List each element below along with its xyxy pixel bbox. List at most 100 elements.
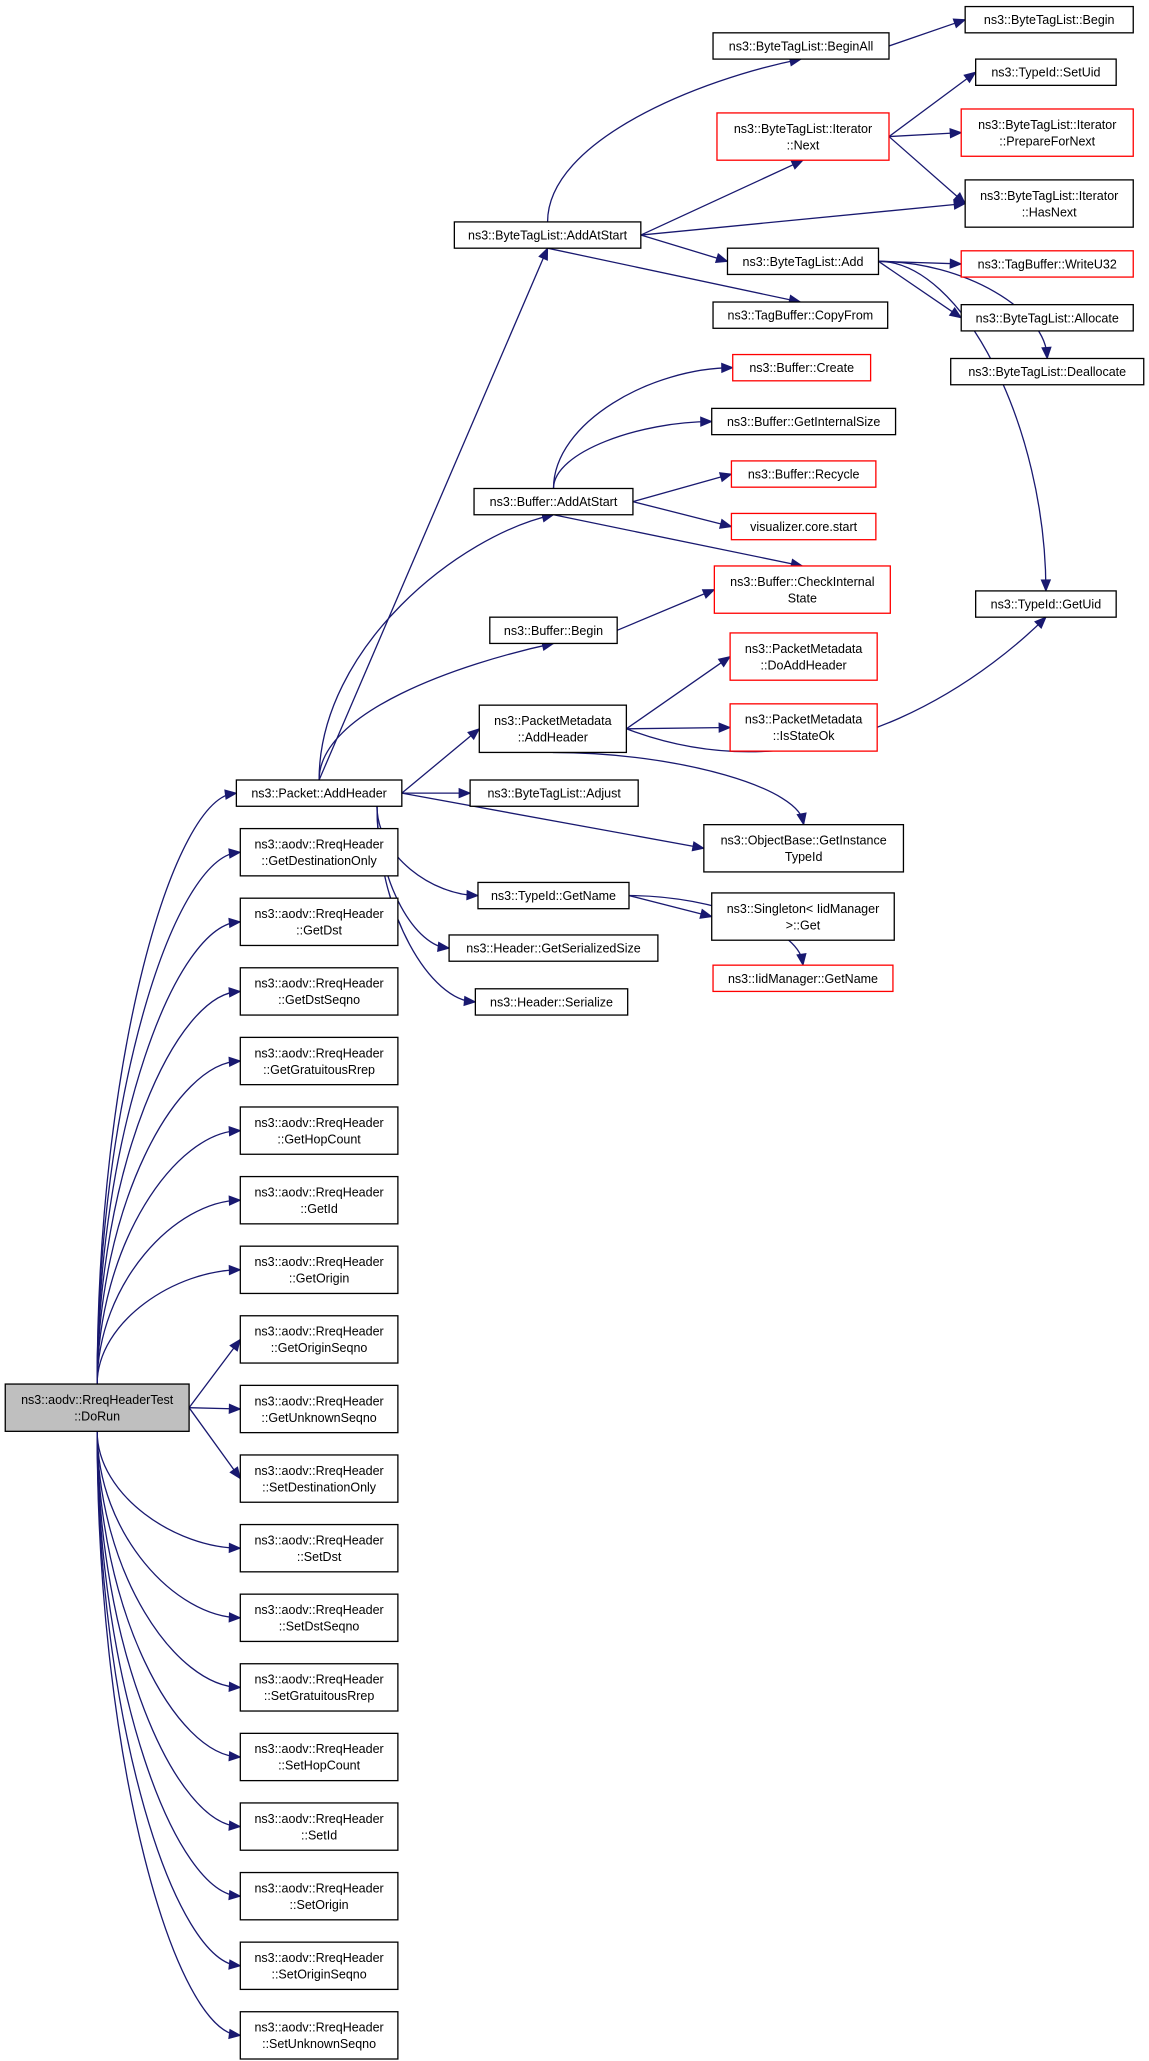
node-pm-isstateok[interactable]: ns3::PacketMetadata::IsStateOk (729, 703, 878, 752)
node-set-id[interactable]: ns3::aodv::RreqHeader::SetId (239, 1802, 399, 1851)
node-label: ::SetId (301, 1828, 337, 1842)
arrowhead (701, 589, 716, 599)
arrowhead (796, 953, 807, 967)
arrowhead (718, 722, 732, 733)
call-edge-root-to-get_destination_only (96, 851, 241, 1385)
node-btl-deallocate[interactable]: ns3::ByteTagList::Deallocate (950, 357, 1145, 386)
call-edge-buf_addatstart-to-vis_core_start (632, 500, 732, 528)
node-label: ::GetHopCount (277, 1132, 361, 1146)
node-packet-addheader[interactable]: ns3::Packet::AddHeader (235, 779, 403, 807)
node-get-dst-seqno[interactable]: ns3::aodv::RreqHeader::GetDstSeqno (239, 967, 399, 1016)
arrowhead (963, 71, 977, 84)
node-label: ns3::Header::Serialize (490, 995, 613, 1009)
node-box (239, 1593, 399, 1643)
node-hdr-getserializedsize[interactable]: ns3::Header::GetSerializedSize (448, 934, 659, 962)
node-label: ns3::Buffer::Create (749, 361, 854, 375)
arrowhead (717, 655, 732, 668)
node-box (726, 247, 880, 276)
node-label: ns3::Buffer::AddAtStart (490, 495, 618, 509)
arrowhead (458, 787, 472, 799)
node-box (478, 704, 628, 754)
node-btl-iter-next[interactable]: ns3::ByteTagList::Iterator::Next (716, 112, 890, 161)
node-label: ns3::Buffer::GetInternalSize (727, 415, 880, 429)
node-label: ::GetOrigin (289, 1272, 349, 1286)
arrowhead (228, 1959, 242, 1970)
call-edge-packet_addheader-to-ob_getinstancetypeid (401, 792, 704, 849)
node-tb-copyfrom[interactable]: ns3::TagBuffer::CopyFrom (712, 301, 889, 329)
node-btl-begin[interactable]: ns3::ByteTagList::Begin (964, 5, 1134, 34)
node-btl-iter-preparefornext[interactable]: ns3::ByteTagList::Iterator::PrepareForNe… (960, 108, 1134, 157)
node-box (239, 1036, 399, 1086)
node-btl-iter-hasnext[interactable]: ns3::ByteTagList::Iterator::HasNext (964, 179, 1134, 228)
node-singleton-get[interactable]: ns3::Singleton< IidManager>::Get (711, 892, 895, 941)
node-btl-beginall[interactable]: ns3::ByteTagList::BeginAll (712, 32, 890, 60)
node-vis-core-start[interactable]: visualizer.core.start (730, 512, 877, 541)
node-set-hop-count[interactable]: ns3::aodv::RreqHeader::SetHopCount (239, 1732, 399, 1782)
node-box (453, 221, 642, 249)
node-box (239, 2011, 399, 2060)
node-typeid-getname[interactable]: ns3::TypeId::GetName (477, 881, 630, 910)
node-label: ns3::ByteTagList::Allocate (976, 311, 1119, 325)
node-get-hop-count[interactable]: ns3::aodv::RreqHeader::GetHopCount (239, 1106, 399, 1155)
node-set-dst[interactable]: ns3::aodv::RreqHeader::SetDst (239, 1523, 399, 1573)
node-get-origin[interactable]: ns3::aodv::RreqHeader::GetOrigin (239, 1245, 399, 1295)
call-edge-root-to-set_hop_count (96, 1431, 241, 1758)
node-get-unknown-seqno[interactable]: ns3::aodv::RreqHeader::GetUnknownSeqno (239, 1384, 399, 1434)
call-edge-pm_addheader-to-pm_isstateok (626, 726, 731, 730)
node-buf-create[interactable]: ns3::Buffer::Create (732, 353, 872, 382)
node-set-destination-only[interactable]: ns3::aodv::RreqHeader::SetDestinationOnl… (239, 1454, 399, 1503)
node-pm-addheader[interactable]: ns3::PacketMetadata::AddHeader (478, 704, 628, 754)
call-edge-btl_iter_next-to-btl_iter_hasnext (888, 136, 966, 205)
node-get-destination-only[interactable]: ns3::aodv::RreqHeader::GetDestinationOnl… (239, 827, 399, 877)
call-edge-btl_add-to-btl_deallocate (878, 260, 1048, 359)
node-btl-allocate[interactable]: ns3::ByteTagList::Allocate (960, 303, 1134, 332)
node-set-origin[interactable]: ns3::aodv::RreqHeader::SetOrigin (239, 1871, 399, 1921)
node-btl-adjust[interactable]: ns3::ByteTagList::Adjust (469, 779, 639, 807)
call-edge-root-to-set_dst (96, 1431, 241, 1549)
node-box (239, 1106, 399, 1155)
node-label: ::GetId (300, 1202, 338, 1216)
node-typeid-setuid[interactable]: ns3::TypeId::SetUid (975, 58, 1117, 87)
node-get-origin-seqno[interactable]: ns3::aodv::RreqHeader::GetOriginSeqno (239, 1315, 399, 1364)
node-set-gratuitous-rrep[interactable]: ns3::aodv::RreqHeader::SetGratuitousRrep (239, 1663, 399, 1712)
node-btl-add[interactable]: ns3::ByteTagList::Add (726, 247, 880, 276)
node-buf-recycle[interactable]: ns3::Buffer::Recycle (730, 460, 877, 488)
call-nodes: ns3::aodv::RreqHeaderTest::DoRun ns3::Pac… (4, 5, 1145, 2060)
node-label: ns3::Buffer::Begin (504, 624, 603, 638)
node-box (239, 1732, 399, 1782)
node-buf-addatstart[interactable]: ns3::Buffer::AddAtStart (473, 487, 634, 516)
node-box (239, 1175, 399, 1225)
call-edge-btl_addatstart-to-btl_iter_next (640, 159, 804, 236)
node-typeid-getuid[interactable]: ns3::TypeId::GetUid (975, 590, 1117, 618)
node-hdr-serialize[interactable]: ns3::Header::Serialize (474, 988, 629, 1016)
node-buf-getinternalsize[interactable]: ns3::Buffer::GetInternalSize (711, 407, 897, 436)
node-set-origin-seqno[interactable]: ns3::aodv::RreqHeader::SetOriginSeqno (239, 1941, 399, 1991)
node-set-dst-seqno[interactable]: ns3::aodv::RreqHeader::SetDstSeqno (239, 1593, 399, 1643)
node-get-id[interactable]: ns3::aodv::RreqHeader::GetId (239, 1175, 399, 1225)
node-label: TypeId (785, 850, 823, 864)
node-iidmanager-getname[interactable]: ns3::IidManager::GetName (712, 964, 894, 993)
node-get-dst[interactable]: ns3::aodv::RreqHeader::GetDst (239, 897, 399, 947)
node-set-unknown-seqno[interactable]: ns3::aodv::RreqHeader::SetUnknownSeqno (239, 2011, 399, 2060)
node-label: ns3::ByteTagList::Add (743, 255, 864, 269)
node-buf-begin[interactable]: ns3::Buffer::Begin (489, 616, 618, 645)
arrowhead (718, 472, 733, 483)
node-label: ::GetDst (296, 924, 342, 938)
call-edge-packet_addheader-to-buf_begin (318, 642, 554, 781)
arrowhead (467, 727, 481, 741)
call-edge-root-to-set_unknown_seqno (96, 1431, 241, 2037)
call-edge-packet_addheader-to-typeid_getname (376, 806, 478, 897)
node-tb-writeu32[interactable]: ns3::TagBuffer::WriteU32 (960, 250, 1134, 278)
node-label: ::SetDstSeqno (279, 1620, 360, 1634)
arrowhead (229, 1338, 242, 1352)
node-btl-addatstart[interactable]: ns3::ByteTagList::AddAtStart (453, 221, 642, 249)
node-pm-doaddheader[interactable]: ns3::PacketMetadata::DoAddHeader (729, 632, 878, 681)
node-get-gratuitous-rrep[interactable]: ns3::aodv::RreqHeader::GetGratuitousRrep (239, 1036, 399, 1086)
node-box (960, 303, 1134, 332)
node-root[interactable]: ns3::aodv::RreqHeaderTest::DoRun (4, 1383, 190, 1432)
node-label: ns3::PacketMetadata (494, 714, 611, 728)
arrowhead (228, 1264, 242, 1276)
call-edge-btl_addatstart-to-tb_copyfrom (547, 247, 801, 303)
